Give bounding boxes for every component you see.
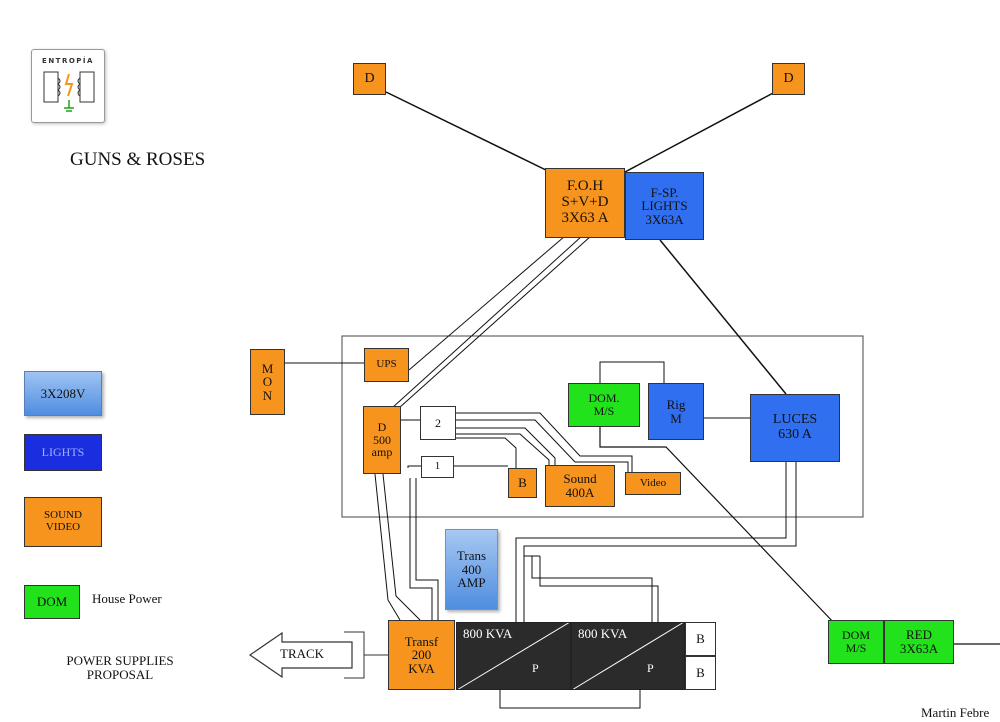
cable-d500-transf bbox=[374, 473, 401, 621]
cable-fsp-luces bbox=[659, 239, 787, 395]
b-box-1: B bbox=[685, 622, 716, 656]
cable-2-video-b bbox=[456, 419, 629, 472]
kva-1-label: 800 KVA bbox=[463, 626, 513, 641]
ups-box: UPS bbox=[364, 348, 409, 382]
distro-left: D bbox=[353, 63, 386, 95]
cable-1-transf-2 bbox=[415, 478, 439, 620]
rig-box: Rig M bbox=[648, 383, 704, 440]
stage-area-frame bbox=[341, 335, 864, 518]
track-arrow bbox=[248, 631, 353, 679]
logo-text: ENTROPÍA bbox=[42, 57, 94, 65]
cable-d-left-foh bbox=[385, 91, 551, 173]
dom-ms-box: DOM. M/S bbox=[568, 383, 640, 427]
cable-luces-trafo-f bbox=[539, 556, 659, 622]
cable-2-b bbox=[456, 437, 517, 468]
node-1-box: 1 bbox=[421, 456, 454, 478]
d500-box: D 500 amp bbox=[363, 406, 401, 474]
p-2-label: P bbox=[647, 661, 654, 675]
cable-dom-house bbox=[599, 427, 837, 626]
cable-luces-trafo-e bbox=[531, 556, 653, 622]
kva2-diagonal bbox=[571, 621, 685, 691]
entropia-logo: ENTROPÍA bbox=[31, 49, 105, 123]
mon-box: M O N bbox=[250, 349, 285, 415]
b-box-2: B bbox=[685, 656, 716, 690]
legend-voltage-swatch: 3X208V bbox=[24, 371, 102, 416]
cable-d500-transf-2 bbox=[382, 473, 421, 621]
fsp-lights-box: F-SP. LIGHTS 3X63A bbox=[625, 172, 704, 240]
kva1-diagonal bbox=[456, 621, 571, 691]
cable-2-sound-b bbox=[456, 433, 550, 465]
kva-transformer-2 bbox=[571, 622, 685, 690]
luces-box: LUCES 630 A bbox=[750, 394, 840, 462]
cable-foh-ups-3 bbox=[398, 235, 592, 409]
cable-luces-trafo-a bbox=[523, 462, 797, 612]
b-small-box: B bbox=[508, 468, 537, 498]
transf-200-box: Transf 200 KVA bbox=[388, 620, 455, 690]
video-box: Video bbox=[625, 472, 681, 495]
author-label: Martin Febre bbox=[921, 705, 990, 720]
cable-2-sound-a bbox=[456, 427, 556, 465]
kva-2-label: 800 KVA bbox=[578, 626, 628, 641]
red-box: RED 3X63A bbox=[884, 620, 954, 664]
node-2-box: 2 bbox=[420, 406, 456, 440]
legend-sound-swatch: SOUND VIDEO bbox=[24, 497, 102, 547]
cable-2-video-a bbox=[456, 412, 633, 472]
kva-transformer-1 bbox=[456, 622, 571, 690]
cable-1-transf bbox=[409, 478, 433, 620]
legend-lights-swatch: LIGHTS bbox=[24, 434, 102, 471]
dom-ms-house-box: DOM M/S bbox=[828, 620, 884, 664]
cable-dom-rig bbox=[599, 361, 665, 383]
cable-foh-ups-2 bbox=[391, 235, 583, 409]
proposal-label: POWER SUPPLIES PROPOSAL bbox=[66, 653, 174, 683]
legend-dom-swatch: DOM bbox=[24, 585, 80, 619]
page-title: GUNS & ROSES bbox=[70, 149, 206, 170]
cable-luces-trafo-b bbox=[515, 462, 787, 612]
legend-dom-description: House Power bbox=[92, 591, 162, 606]
track-label: TRACK bbox=[280, 646, 325, 661]
cable-foh-ups-1 bbox=[408, 235, 566, 371]
transformer-icon bbox=[43, 71, 95, 112]
cable-d500-1 bbox=[407, 465, 421, 468]
sound-box: Sound 400A bbox=[545, 465, 615, 507]
cable-trafo-loop bbox=[499, 690, 641, 709]
trans-400-box: Trans 400 AMP bbox=[445, 529, 498, 610]
p-1-label: P bbox=[532, 661, 539, 675]
distro-right: D bbox=[772, 63, 805, 95]
foh-box: F.O.H S+V+D 3X63 A bbox=[545, 168, 625, 238]
cable-d-right-foh bbox=[624, 91, 776, 173]
